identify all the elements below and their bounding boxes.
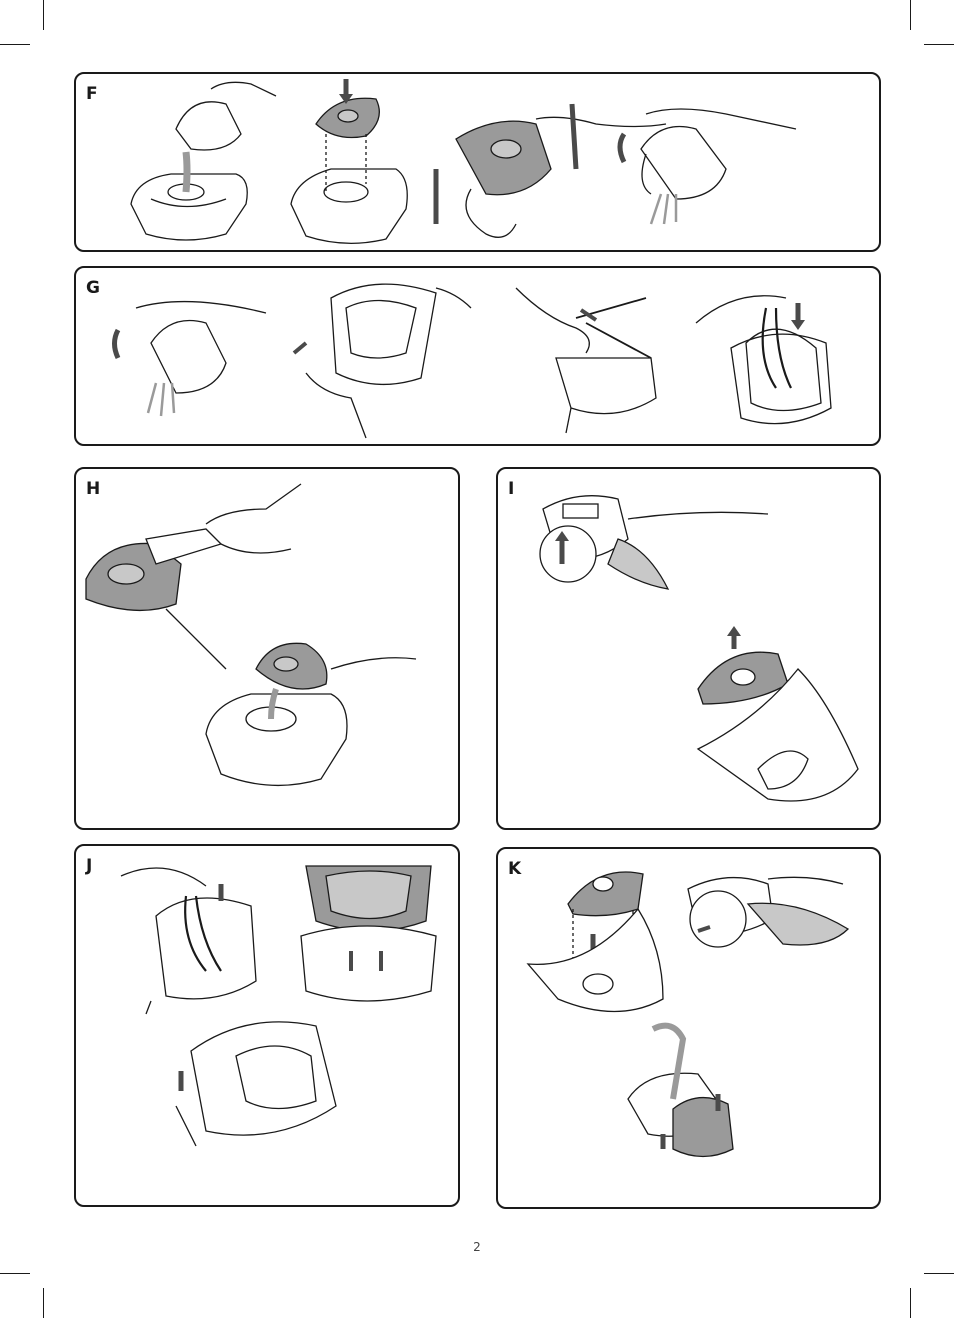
panel-j-illustration bbox=[76, 846, 458, 1205]
lift-cushion-from-tray-figure bbox=[698, 626, 858, 801]
press-cushion-into-base-figure bbox=[291, 79, 407, 243]
crop-mark bbox=[910, 1288, 911, 1318]
crop-mark bbox=[43, 1288, 44, 1318]
drain-mask-figure bbox=[115, 302, 267, 416]
crop-mark bbox=[43, 0, 44, 30]
crop-mark bbox=[924, 44, 954, 45]
shake-cushion-figure bbox=[436, 104, 666, 237]
panel-j: J bbox=[74, 844, 460, 1207]
panel-i: I bbox=[496, 467, 881, 830]
panel-g-illustration bbox=[76, 268, 879, 444]
crop-mark bbox=[924, 1273, 954, 1274]
panel-h: H bbox=[74, 467, 460, 830]
crop-mark bbox=[0, 44, 30, 45]
remove-frame-clip-figure bbox=[294, 284, 471, 438]
place-cushion-in-tray-figure bbox=[528, 872, 663, 1012]
place-cushion-on-base-figure bbox=[206, 643, 416, 785]
panel-i-illustration bbox=[498, 469, 879, 828]
crop-mark bbox=[0, 1273, 30, 1274]
attach-cover-figure bbox=[301, 866, 436, 1001]
page-number: 2 bbox=[0, 1240, 954, 1254]
insert-tube-into-mask-figure bbox=[121, 868, 256, 1014]
remove-filter-cover-figure bbox=[540, 496, 768, 589]
crop-mark bbox=[910, 0, 911, 30]
insert-filter-figure bbox=[688, 877, 848, 947]
panel-g: G bbox=[74, 266, 881, 446]
panel-f: F bbox=[74, 72, 881, 252]
insert-tube-figure bbox=[696, 296, 831, 424]
panel-k-illustration bbox=[498, 849, 879, 1207]
press-frame-down-figure bbox=[176, 1022, 336, 1146]
pour-into-base-figure bbox=[131, 82, 276, 240]
panel-k: K bbox=[496, 847, 881, 1209]
pull-tube-out-figure bbox=[516, 288, 656, 433]
assemble-device-figure bbox=[628, 1026, 733, 1157]
blow-dry-cushion-figure bbox=[86, 484, 301, 669]
panel-h-illustration bbox=[76, 469, 458, 828]
panel-f-illustration bbox=[76, 74, 879, 250]
